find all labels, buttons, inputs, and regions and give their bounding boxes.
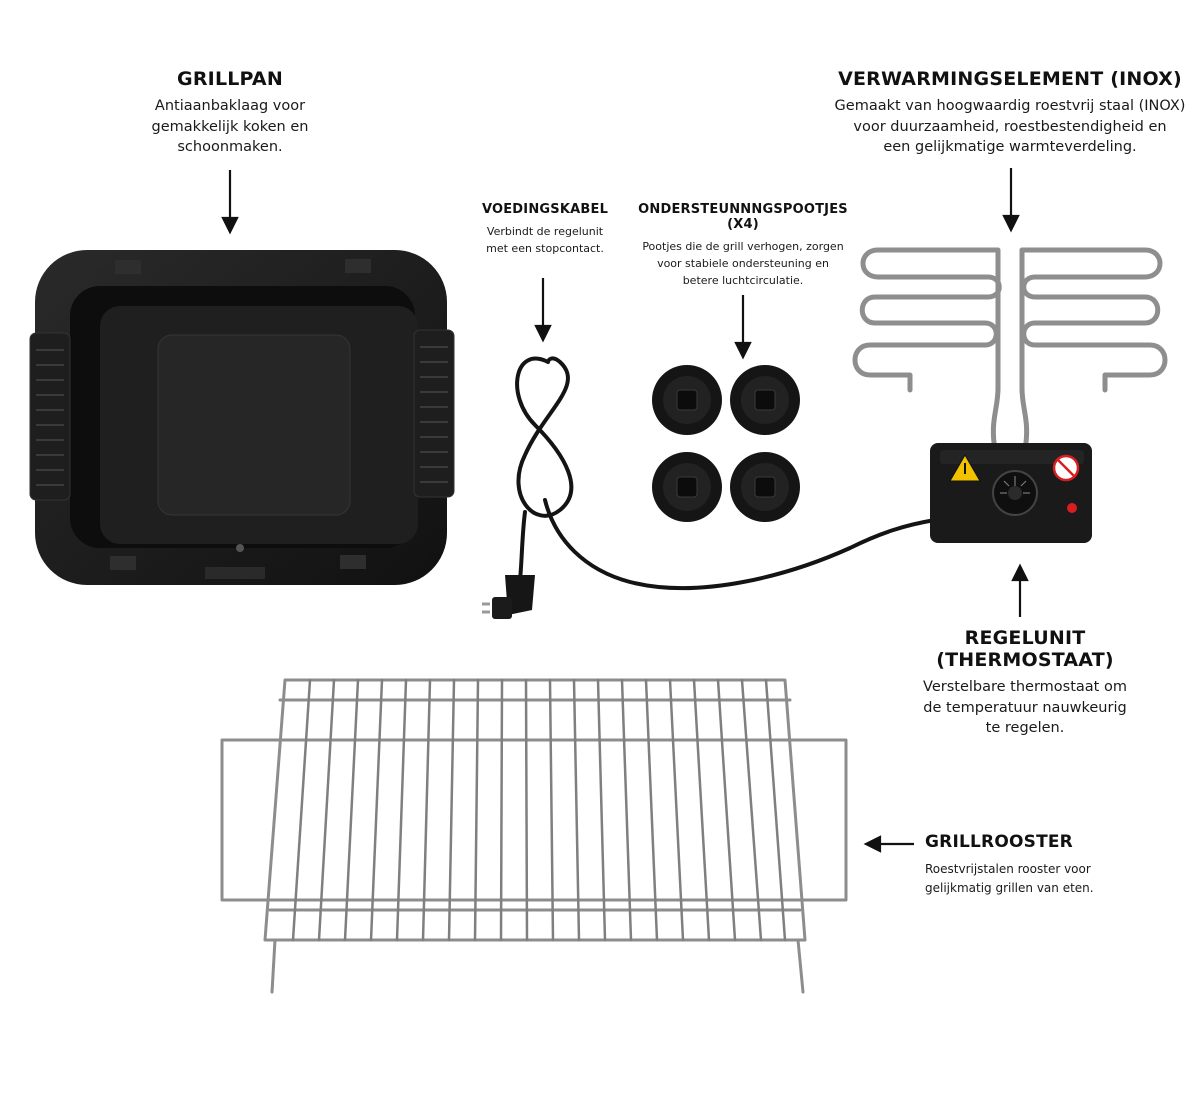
pootje-1 [652,365,722,435]
label-grillpan: GRILLPAN Antiaanbaklaag voor gemakkelijk… [110,68,350,158]
pootjes-title: ONDERSTEUNNNGSPOOTJES (X4) [638,202,848,232]
voedingskabel-image [515,356,937,591]
grillrooster-image [220,678,848,994]
regelunit-description: Verstelbare thermostaat om de temperatuu… [923,679,1127,737]
hot-surface-warning-icon [949,453,981,482]
arrow-verwarmingselement [1002,168,1020,233]
pootje-2 [730,365,800,435]
arrow-grillrooster [863,835,914,853]
label-pootjes: ONDERSTEUNNNGSPOOTJES (X4) Pootjes die d… [628,202,858,289]
arrow-regelunit [1011,563,1029,617]
pootjes-description: Pootjes die de grill verhogen, zorgen vo… [642,240,844,288]
voedingskabel-title: VOEDINGSKABEL [481,202,609,217]
grillpan-image [29,250,455,585]
verwarmingselement-title: VERWARMINGSELEMENT (INOX) [838,68,1182,90]
label-voedingskabel: VOEDINGSKABEL Verbindt de regelunit met … [460,202,630,257]
arrow-voedingskabel [534,278,552,343]
verwarmingselement-description: Gemaakt van hoogwaardig roestvrij staal … [834,98,1186,156]
voedingskabel-description: Verbindt de regelunit met een stopcontac… [486,225,604,256]
regelunit-image [930,443,1092,543]
grillpan-description: Antiaanbaklaag voor gemakkelijk koken en… [151,98,309,156]
label-regelunit: REGELUNIT (THERMOSTAAT) Verstelbare ther… [880,627,1170,739]
pootje-4 [730,452,800,522]
grillpan-title: GRILLPAN [177,68,283,90]
arrow-grillpan [221,170,239,235]
regelunit-title: REGELUNIT (THERMOSTAAT) [936,627,1114,671]
pootje-3 [652,452,722,522]
label-grillrooster: GRILLROOSTER Roestvrijstalen rooster voo… [925,832,1170,897]
plug-image [482,575,535,619]
verwarmingselement-image [852,247,1168,453]
arrow-pootjes [734,295,752,360]
thermostat-knob [992,470,1038,516]
no-immersion-icon [1052,454,1080,482]
grillrooster-title: GRILLROOSTER [925,832,1073,852]
label-verwarmingselement: VERWARMINGSELEMENT (INOX) Gemaakt van ho… [820,68,1200,158]
grillrooster-description: Roestvrijstalen rooster voor gelijkmatig… [925,862,1094,895]
